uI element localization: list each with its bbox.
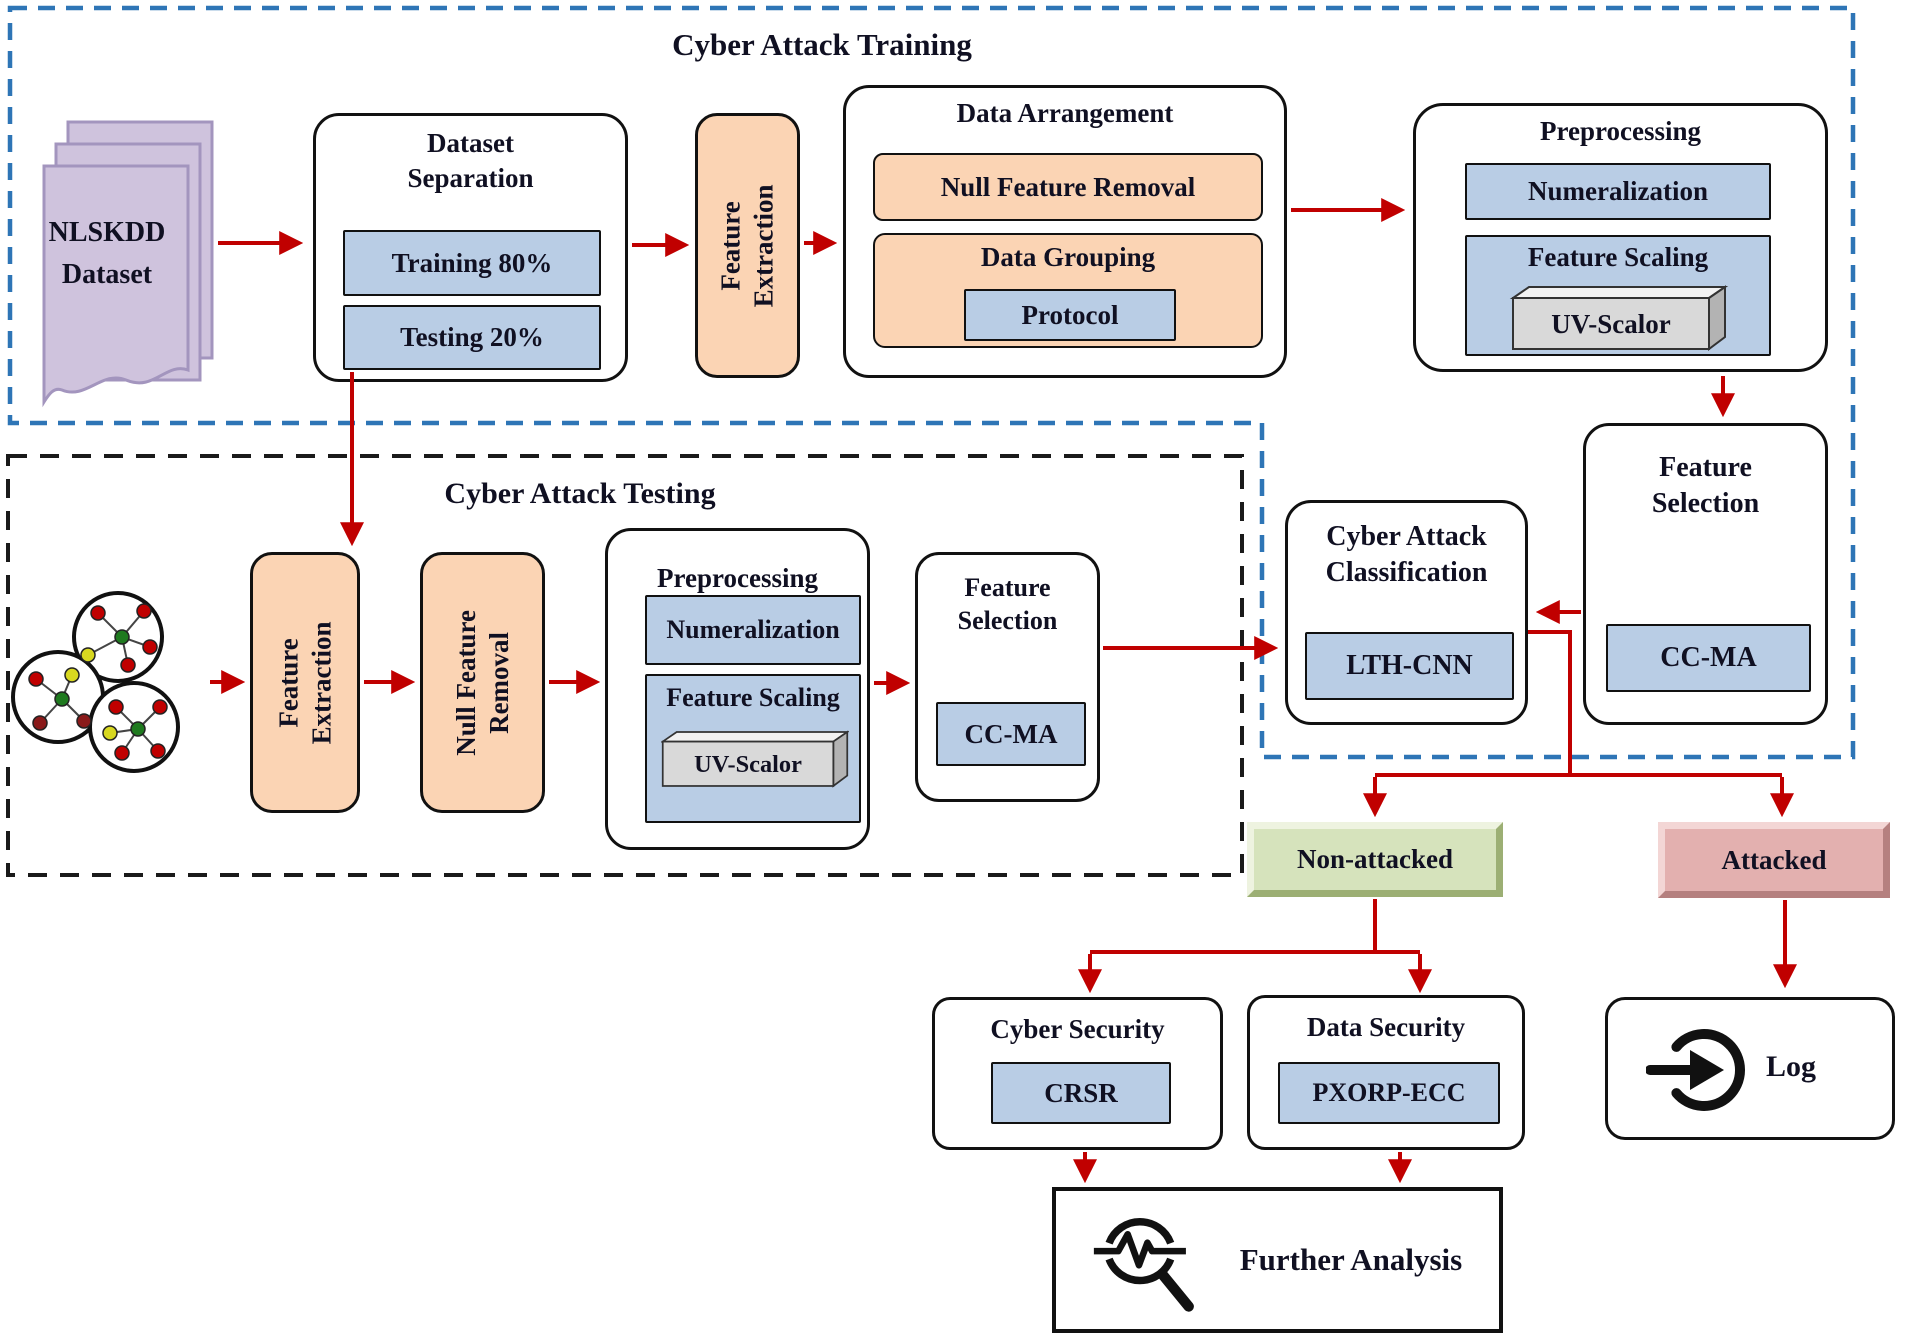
- preprocessing-training-box: Preprocessing Numeralization Feature Sca…: [1413, 103, 1828, 372]
- dataset-separation-title: Dataset Separation: [407, 128, 534, 193]
- uv-scalor-training-label: UV-Scalor: [1551, 309, 1670, 339]
- classification-box: Cyber Attack Classification LTH-CNN: [1285, 500, 1528, 725]
- line-classification-branch: [1528, 630, 1572, 775]
- feature-scaling-training-box: Feature Scaling UV-Scalor: [1465, 235, 1771, 356]
- ccma-testing-box: CC-MA: [936, 702, 1086, 766]
- uv-scalor-training-icon: UV-Scalor: [1509, 285, 1729, 351]
- feature-extraction-training-label: Feature Extraction: [715, 184, 779, 307]
- preprocessing-training-title: Preprocessing: [1540, 116, 1701, 146]
- feature-selection-training-box: Feature Selection CC-MA: [1583, 423, 1828, 725]
- feature-scaling-testing-box: Feature Scaling UV-Scalor: [645, 674, 861, 823]
- classification-title: Cyber Attack Classification: [1325, 521, 1488, 588]
- protocol-box: Protocol: [964, 289, 1176, 341]
- log-in-icon: [1646, 1029, 1745, 1111]
- uv-scalor-testing-icon: UV-Scalor: [661, 730, 849, 788]
- null-feature-removal-testing-label: Null Feature Removal: [450, 609, 514, 756]
- feature-extraction-training-box: Feature Extraction: [695, 113, 800, 378]
- ccma-training-box: CC-MA: [1606, 624, 1811, 692]
- testing-region-title: Cyber Attack Testing: [444, 477, 716, 510]
- analysis-magnifier-icon: [1093, 1218, 1194, 1312]
- further-analysis-label: Further Analysis: [1239, 1242, 1463, 1277]
- crsr-box: CRSR: [991, 1062, 1171, 1124]
- non-attacked-box: Non-attacked: [1247, 822, 1503, 897]
- preprocessing-testing-title: Preprocessing: [657, 563, 818, 593]
- lth-cnn-box: LTH-CNN: [1305, 632, 1514, 700]
- preprocessing-testing-box: Preprocessing Numeralization Feature Sca…: [605, 528, 870, 850]
- feature-scaling-training-label: Feature Scaling: [1527, 242, 1709, 272]
- dataset-separation-box: Dataset Separation Training 80% Testing …: [313, 113, 628, 382]
- log-label: Log: [1766, 1050, 1817, 1083]
- log-box: Log: [1605, 997, 1895, 1140]
- training-region-title: Cyber Attack Training: [672, 27, 972, 62]
- data-arrangement-title: Data Arrangement: [956, 98, 1174, 128]
- testing-20-box: Testing 20%: [343, 305, 601, 370]
- data-grouping-box: Data Grouping Protocol: [873, 233, 1263, 348]
- data-grouping-label: Data Grouping: [980, 242, 1156, 272]
- data-security-title: Data Security: [1306, 1012, 1466, 1042]
- null-feature-removal-box: Null Feature Removal: [873, 153, 1263, 221]
- cyber-security-title: Cyber Security: [990, 1014, 1165, 1044]
- feature-scaling-testing-label: Feature Scaling: [666, 683, 840, 712]
- dataset-label: NLSKDD Dataset: [48, 217, 166, 290]
- data-arrangement-box: Data Arrangement Null Feature Removal Da…: [843, 85, 1287, 378]
- training-80-box: Training 80%: [343, 230, 601, 296]
- numeralization-testing-box: Numeralization: [645, 595, 861, 665]
- feature-selection-training-title: Feature Selection: [1651, 452, 1760, 519]
- feature-selection-testing-box: Feature Selection CC-MA: [915, 552, 1100, 802]
- attacked-box: Attacked: [1658, 822, 1890, 898]
- further-analysis-box: Further Analysis: [1052, 1187, 1503, 1333]
- pxorp-ecc-box: PXORP-ECC: [1278, 1062, 1500, 1124]
- feature-extraction-testing-label: Feature Extraction: [273, 621, 337, 744]
- uv-scalor-testing-label: UV-Scalor: [694, 751, 802, 778]
- cyber-security-box: Cyber Security CRSR: [932, 997, 1223, 1150]
- feature-extraction-testing-box: Feature Extraction: [250, 552, 360, 813]
- null-feature-removal-testing-box: Null Feature Removal: [420, 552, 545, 813]
- network-cluster-icon: [11, 591, 180, 773]
- numeralization-training-box: Numeralization: [1465, 163, 1771, 220]
- data-security-box: Data Security PXORP-ECC: [1247, 995, 1525, 1150]
- feature-selection-testing-title: Feature Selection: [957, 573, 1058, 636]
